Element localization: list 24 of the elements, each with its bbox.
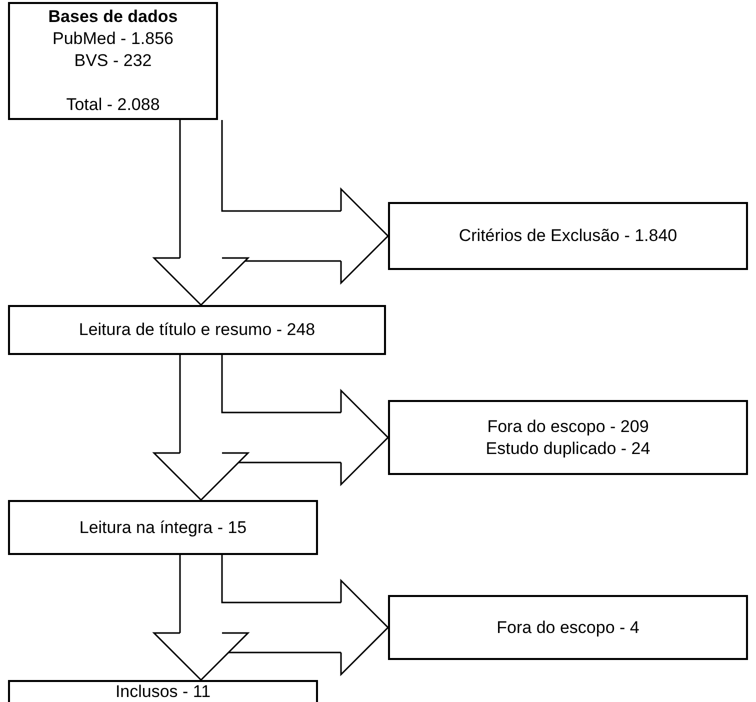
box-text: Critérios de Exclusão - 1.840 [458,225,678,247]
process-box [388,202,748,270]
box-heading: Bases de dados [48,6,178,28]
block-arrow [221,120,389,284]
box-text: Fora do escopo - 209 [487,416,649,438]
box-text: BVS - 232 [74,50,152,72]
block-arrow [153,355,249,501]
process-box [8,2,218,120]
box-text: Total - 2.088 [66,94,160,116]
block-arrow [221,555,389,676]
process-box [8,305,386,355]
box-text: Leitura de título e resumo - 248 [78,319,316,341]
box-text: Estudo duplicado - 24 [486,438,650,460]
process-box [8,500,318,555]
process-box [8,680,318,702]
box-text: Fora do escopo - 4 [496,616,640,638]
block-arrow [221,355,389,486]
block-arrow [153,555,249,681]
process-box [388,400,748,475]
box-text: Leitura na íntegra - 15 [79,516,247,538]
block-arrow [153,120,249,306]
box-text: Inclusos - 11 [115,681,211,702]
box-text: PubMed - 1.856 [52,28,174,50]
process-box [388,595,748,660]
